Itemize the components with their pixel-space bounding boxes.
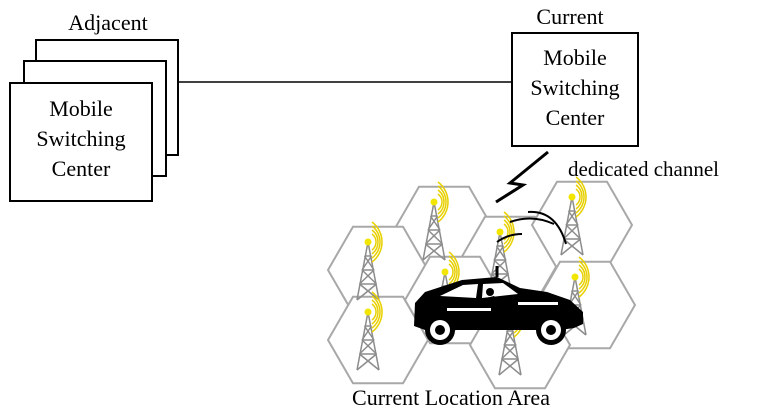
current-msc: Current Mobile Switching Center [511, 4, 639, 147]
adjacent-msc-label-line1: Mobile [49, 96, 113, 121]
location-area-label: Current Location Area [352, 385, 550, 410]
car-signal-arcs [496, 210, 567, 245]
current-msc-label-line3: Center [546, 105, 605, 130]
adjacent-msc-label-line2: Switching [36, 126, 125, 151]
adjacent-caption: Adjacent [68, 10, 147, 35]
adjacent-msc-front-box [9, 82, 153, 202]
cell-towers [356, 176, 590, 376]
cell-tower-icon [356, 291, 383, 371]
cell-tower-icon [356, 221, 383, 301]
cell-hexagon [326, 295, 430, 385]
current-msc-label-line2: Switching [530, 75, 619, 100]
current-caption: Current [536, 4, 603, 29]
cell-tower-icon [422, 181, 449, 261]
cell-tower-icon [560, 176, 587, 256]
car-icon [414, 266, 583, 345]
dedicated-channel-label: dedicated channel [568, 157, 719, 181]
adjacent-msc-label-line3: Center [52, 156, 111, 181]
adjacent-msc: Adjacent Mobile Switching Center [9, 10, 179, 202]
radio-link-icon [495, 150, 549, 204]
current-msc-label-line1: Mobile [543, 45, 607, 70]
current-msc-box [511, 32, 639, 147]
